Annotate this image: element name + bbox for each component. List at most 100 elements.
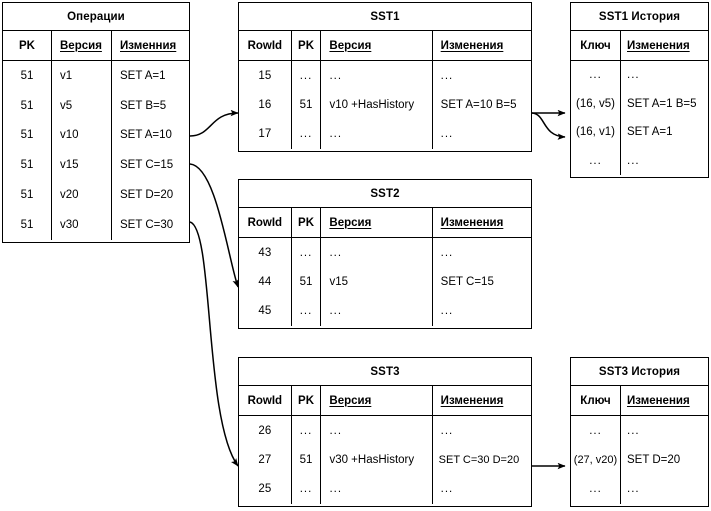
column-header-changes: Изменения [620,31,708,60]
table-cell-version: ... [329,128,343,141]
table-sst3-history-title: SST3 История [571,358,708,386]
table-cell-changes: ... [627,424,640,437]
table-cell-pk: ... [299,305,313,318]
table-sst3-col-rowid: 26 27 25 [239,416,291,504]
table-cell-changes: ... [440,128,454,141]
column-header-pk: PK [290,208,321,237]
table-sst1-col-version: ... v10 +HasHistory ... [320,61,431,149]
table-sst3-history: SST3 История Ключ Изменения ... (27, v20… [570,357,709,507]
table-cell-changes: ... [440,424,454,437]
table-cell-key: (16, v1) [576,126,615,139]
table-cell-version: v10 [60,129,79,142]
table-sst2-col-rowid: 43 44 45 [239,238,291,326]
column-header-changes: Изменния [111,31,189,60]
table-sst2: SST2 RowId PK Версия Изменения 43 44 45 … [238,179,532,329]
table-cell-version: v10 +HasHistory [329,98,415,111]
table-sst3-col-pk: ... 51 ... [290,416,321,504]
table-cell-rowid: 44 [258,275,272,288]
table-cell-version: v15 [329,275,348,288]
column-header-version-label: Версия [329,394,372,407]
table-cell-changes: SET C=15 [440,275,494,288]
table-cell-key: (16, v5) [576,97,615,110]
table-cell-pk: ... [299,483,313,496]
table-cell-changes: SET D=20 [120,189,174,202]
column-header-version: Версия [320,31,431,60]
table-cell-version: v30 [60,218,79,231]
column-header-key-label: Ключ [580,394,611,407]
column-header-changes-label: Изменения [440,216,504,229]
table-cell-version: v20 [60,189,79,202]
table-cell-rowid: 26 [258,424,272,437]
column-header-version: Версия [51,31,111,60]
table-cell-version: ... [329,483,343,496]
table-sst1-history-title: SST1 История [571,3,708,31]
column-header-changes-label: Изменения [440,394,504,407]
column-header-changes-label: Изменения [627,394,690,407]
table-row: 51 [20,159,34,172]
table-sst1-body: 15 16 17 ... 51 ... ... v10 +HasHistory … [239,61,531,149]
table-sst3-history-header: Ключ Изменения [571,386,708,416]
column-header-rowid: RowId [239,386,291,415]
table-cell-changes: SET A=1 [627,126,673,139]
table-cell-changes: SET C=30 [120,218,174,231]
table-cell-changes: SET A=10 B=5 [440,98,517,111]
table-sst2-title: SST2 [239,180,531,208]
column-header-pk-label: PK [19,39,35,52]
connector-operations-to-sst3 [189,221,239,467]
table-cell-key: ... [589,483,602,496]
table-cell-rowid: 45 [258,305,272,318]
connector-operations-to-sst1 [189,109,239,137]
table-cell-rowid: 43 [258,246,272,259]
column-header-changes-label: Изменения [440,39,504,52]
table-cell-changes: ... [440,69,454,82]
table-cell-changes: ... [440,305,454,318]
column-header-key: Ключ [571,386,620,415]
table-cell-pk: 51 [299,453,313,466]
table-sst1-history-body: ... (16, v5) (16, v1) ... ... SET A=1 B=… [571,61,708,175]
column-header-rowid-label: RowId [247,39,283,52]
table-cell-version: v1 [60,69,73,82]
table-operations-title: Операции [3,3,189,31]
column-header-pk: PK [290,31,321,60]
column-header-changes: Изменения [620,386,708,415]
connector-operations-to-sst2 [189,163,239,288]
table-sst3-col-version: ... v30 +HasHistory ... [320,416,431,504]
table-sst2-col-version: ... v15 ... [320,238,431,326]
table-sst3-col-changes: ... SET C=30 D=20 ... [431,416,531,504]
table-sst3-history-col-key: ... (27, v20) ... [571,416,620,504]
table-cell-changes: ... [627,483,640,496]
table-cell-pk: 51 [299,98,313,111]
table-row: 51 [20,69,34,82]
table-cell-changes: ... [440,246,454,259]
table-sst3-header: RowId PK Версия Изменения [239,386,531,416]
table-row: 51 [20,218,34,231]
table-sst1-history-col-key: ... (16, v5) (16, v1) ... [571,61,620,175]
table-operations-col-version: v1 v5 v10 v15 v20 v30 [51,61,111,240]
column-header-pk: PK [290,386,321,415]
table-cell-version: ... [329,69,343,82]
table-cell-key: ... [589,154,602,167]
table-sst1-col-rowid: 15 16 17 [239,61,291,149]
table-cell-changes: SET C=30 D=20 [438,453,520,466]
column-header-changes: Изменения [431,31,531,60]
column-header-rowid: RowId [239,31,291,60]
table-cell-pk: ... [299,246,313,259]
table-cell-pk: 51 [299,275,313,288]
table-cell-pk: ... [299,128,313,141]
table-cell-version: ... [329,305,343,318]
table-sst1-col-pk: ... 51 ... [290,61,321,149]
table-operations: Операции PK Версия Изменния 51 51 51 51 … [2,2,190,243]
table-cell-version: v30 +HasHistory [329,453,415,466]
column-header-changes: Изменения [431,208,531,237]
table-cell-changes: ... [627,69,640,82]
table-cell-rowid: 27 [258,453,272,466]
table-sst1: SST1 RowId PK Версия Изменения 15 16 17 … [238,2,532,152]
table-operations-body: 51 51 51 51 51 51 v1 v5 v10 v15 v20 v30 … [3,61,189,240]
table-cell-rowid: 16 [258,98,272,111]
column-header-rowid: RowId [239,208,291,237]
table-cell-changes: SET D=20 [627,453,681,466]
table-operations-col-changes: SET A=1 SET B=5 SET A=10 SET C=15 SET D=… [111,61,189,240]
table-row: 51 [20,189,34,202]
table-cell-version: v15 [60,159,79,172]
